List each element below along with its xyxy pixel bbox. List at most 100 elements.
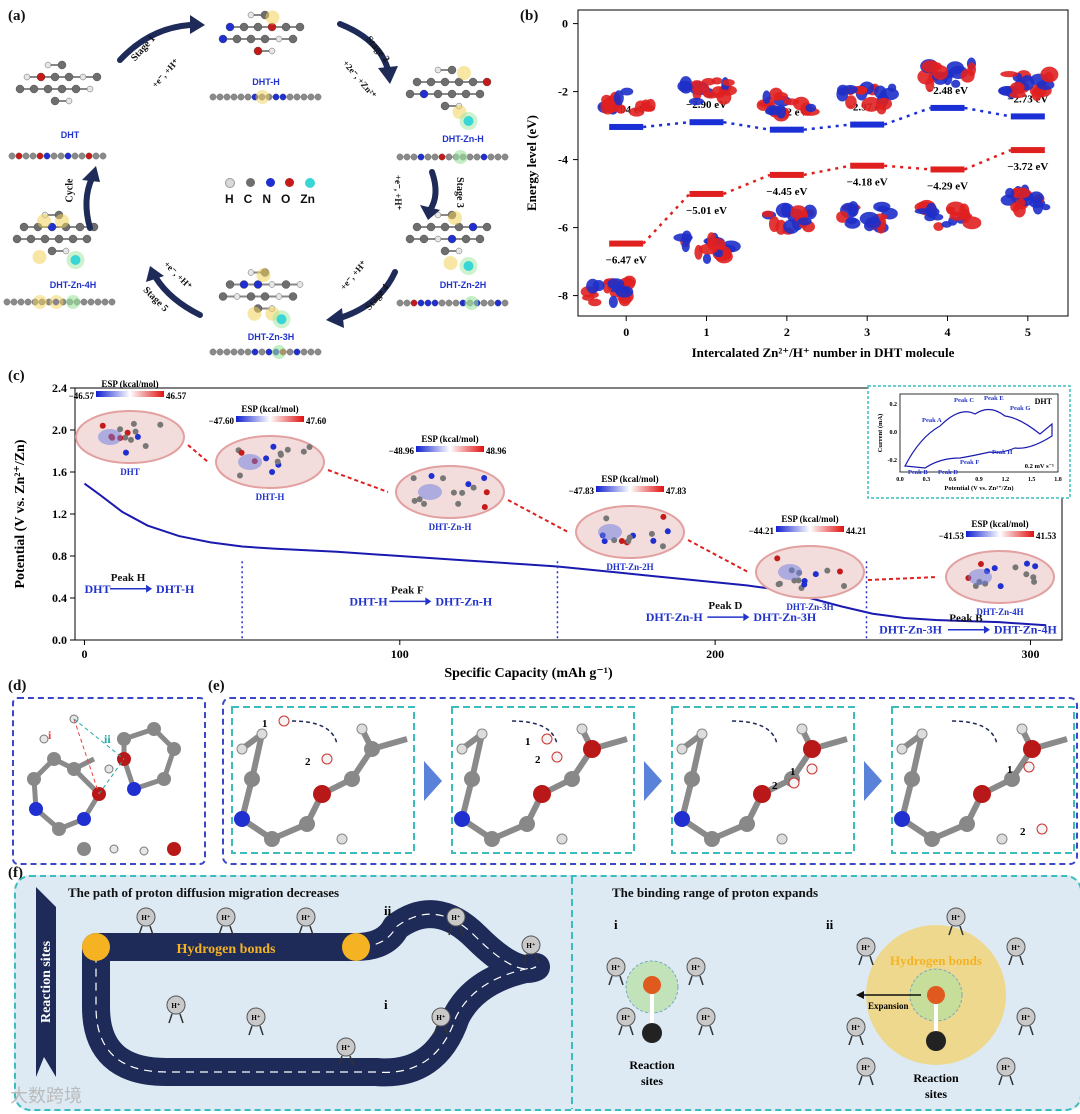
atom-label-n: N	[262, 192, 271, 206]
esp-atom	[1012, 564, 1019, 571]
step-to: DHT-Zn-H	[435, 594, 493, 608]
atom	[167, 742, 181, 756]
atom	[753, 785, 771, 803]
level-connector	[884, 164, 931, 171]
h-atom	[796, 723, 808, 735]
h-atom	[104, 764, 114, 774]
proton-character: H⁺	[856, 937, 876, 966]
atom	[27, 772, 41, 786]
svg-text:H⁺: H⁺	[341, 1044, 350, 1052]
proton-transfer-frame: 12	[671, 706, 855, 854]
cv-x-axis-label: Potential (V vs. Zn²⁺/Zn)	[944, 485, 1013, 492]
reaction-carbon	[926, 1031, 946, 1051]
esp-atom	[236, 472, 243, 479]
step-to: DHT-Zn-3H	[753, 610, 817, 624]
proton-index-label: 1	[525, 736, 531, 748]
esp-min: −47.60	[209, 416, 235, 426]
esp-atom	[269, 468, 276, 475]
proton-transfer-frame: 12	[451, 706, 635, 854]
frame-border	[891, 706, 1075, 854]
esp-min: −47.83	[569, 486, 595, 496]
proton-index-label: 1	[262, 718, 268, 730]
atom	[313, 785, 331, 803]
reaction-oxygen	[643, 976, 661, 994]
esp-atom	[664, 528, 671, 535]
esp-title: ESP (kcal/mol)	[601, 474, 658, 484]
h-atom	[776, 833, 788, 845]
atom	[973, 785, 991, 803]
esp-transition-arrow	[687, 539, 749, 573]
esp-atom	[274, 458, 281, 465]
atom	[739, 816, 755, 832]
esp-atom	[659, 543, 666, 550]
panel-label-a: (a)	[8, 8, 26, 24]
stage-3-arrow	[427, 169, 439, 213]
x-tick-label: 200	[706, 647, 724, 661]
orbital-isosurface	[673, 230, 741, 265]
svg-text:H⁺: H⁺	[851, 1024, 860, 1032]
y-tick-label: 0	[562, 17, 568, 31]
esp-atom	[127, 436, 134, 443]
molecule-label-dht-zn-4h: DHT-Zn-4H	[49, 280, 97, 290]
proton-character: H⁺	[336, 1037, 356, 1066]
reaction-carbon	[642, 1023, 662, 1043]
zinc-atom-icon	[305, 178, 315, 188]
esp-atom	[603, 515, 610, 522]
stage-4-arrow	[337, 269, 398, 321]
molecule-structure	[405, 65, 492, 130]
reaction-oxygen	[927, 986, 945, 1004]
orbital-isosurface	[836, 201, 898, 234]
h-atom	[576, 723, 588, 735]
level-connector	[964, 148, 1012, 171]
stage-2-arrow	[337, 21, 391, 73]
homo-level-bar	[930, 166, 965, 173]
cv-x-tick-label: 0.6	[949, 477, 957, 483]
esp-max: 48.96	[486, 446, 507, 456]
x-tick-label: 100	[391, 647, 409, 661]
esp-atom	[625, 537, 632, 544]
step-arrowhead	[743, 613, 750, 622]
esp-transition-arrow	[507, 499, 569, 533]
zinc-highlight	[66, 295, 80, 309]
transfer-arrow	[731, 720, 778, 745]
path-label-ii: ii	[104, 732, 111, 746]
proton	[551, 751, 563, 763]
lumo-level-bar	[609, 123, 644, 130]
esp-atom	[130, 420, 137, 427]
esp-max: 44.21	[846, 526, 867, 536]
atom	[364, 741, 380, 757]
stage-3-label: Stage 3	[453, 177, 465, 208]
level-connector	[883, 106, 931, 126]
esp-atom	[991, 565, 998, 572]
hydrogen-highlight	[37, 214, 51, 228]
cv-y-tick-label: -0.2	[888, 458, 898, 464]
proton-character: H⁺	[686, 957, 706, 986]
hydrogen-highlight	[265, 10, 280, 25]
y-tick-label: -6	[558, 221, 568, 235]
road-center-line	[95, 913, 537, 1073]
proton	[278, 715, 290, 727]
esp-colorbar	[236, 416, 304, 422]
y-axis-label: Potential (V vs. Zn²⁺/Zn)	[13, 439, 28, 588]
esp-atom	[134, 433, 141, 440]
proton-index-label: 1	[790, 766, 796, 778]
atom	[77, 842, 91, 856]
esp-atom	[450, 489, 457, 496]
esp-atom	[428, 473, 435, 480]
svg-text:H⁺: H⁺	[621, 1014, 630, 1022]
energy-level-value: −4.18 eV	[847, 177, 888, 189]
left-title: The path of proton diffusion migration d…	[68, 885, 340, 900]
right-label-ii: ii	[826, 917, 834, 932]
hydrogen-highlight	[255, 90, 270, 104]
hydrogen-highlight	[32, 250, 47, 264]
atom	[234, 811, 250, 827]
oxygen-atom-icon	[285, 178, 295, 187]
cv-peak-label: Peak E	[984, 395, 1004, 402]
reaction-sites-i-line2: sites	[641, 1074, 663, 1088]
molecule-structure	[405, 210, 492, 275]
y-tick-label: -4	[558, 153, 568, 167]
